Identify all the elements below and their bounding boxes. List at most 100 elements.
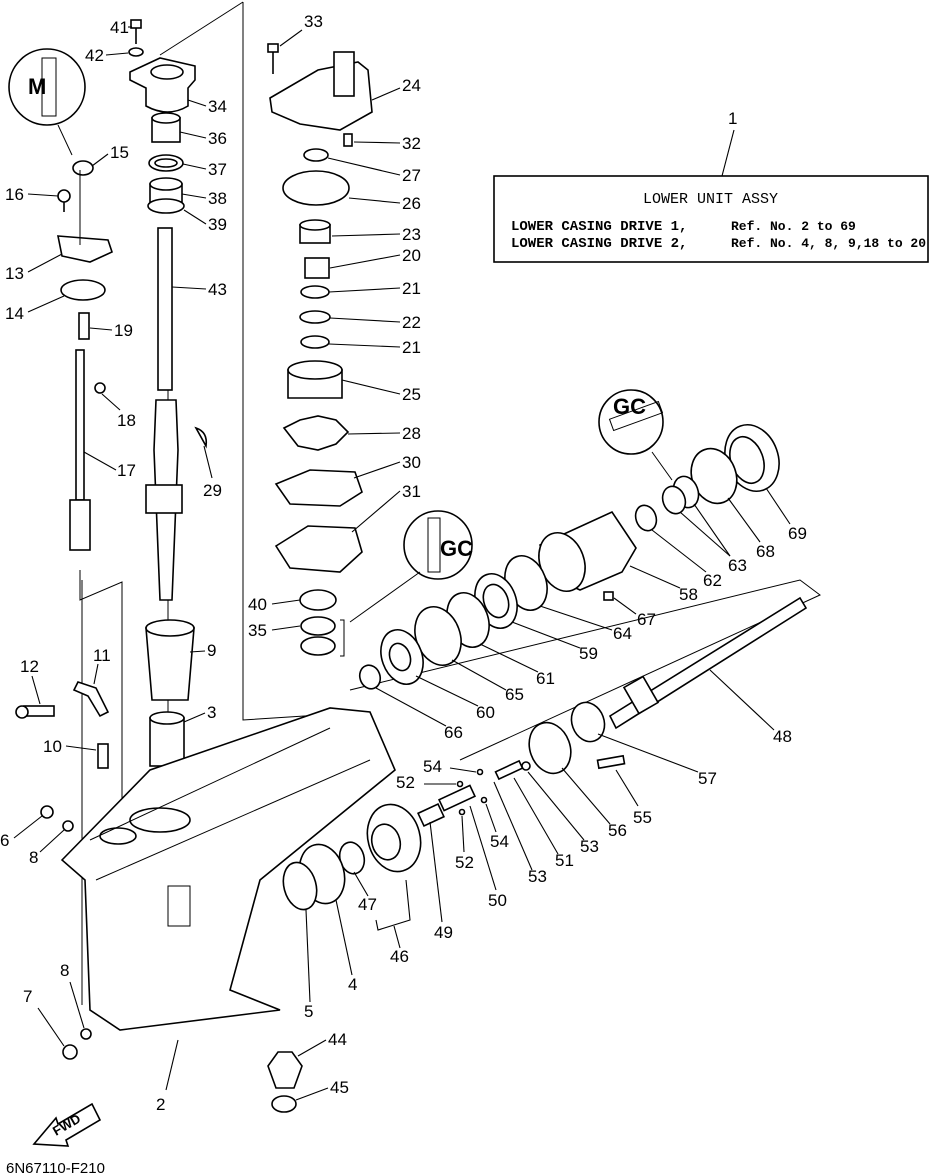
callout-27: 27 xyxy=(402,166,421,185)
callout-47: 47 xyxy=(358,895,377,914)
callout-37: 37 xyxy=(208,160,227,179)
part-3-bearing xyxy=(149,711,185,767)
part-18-clip xyxy=(94,382,106,394)
callout-26: 26 xyxy=(402,194,421,213)
callout-56: 56 xyxy=(608,821,627,840)
callout-60: 60 xyxy=(476,703,495,722)
part-8-washer-lower xyxy=(80,1028,92,1040)
part-55-pin xyxy=(596,754,626,770)
part-13-bracket xyxy=(57,170,113,263)
callout-21-upper: 21 xyxy=(402,279,421,298)
part-19-spring xyxy=(78,312,90,340)
callout-17: 17 xyxy=(117,461,136,480)
diagram-code: 6N67110-F210 xyxy=(6,1160,105,1175)
callout-66: 66 xyxy=(444,723,463,742)
part-12-bolt xyxy=(15,705,55,719)
callout-45: 45 xyxy=(330,1078,349,1097)
callout-53-right: 53 xyxy=(580,837,599,856)
info-box-row-2-ref: Ref. No. 4, 8, 9,18 to 20 xyxy=(731,236,926,251)
part-31-plate xyxy=(274,525,363,573)
part-35-seals xyxy=(300,616,345,657)
callout-4: 4 xyxy=(348,975,357,994)
part-23-insert xyxy=(299,219,331,244)
callout-13: 13 xyxy=(5,264,24,283)
part-33-bolt xyxy=(267,43,279,74)
part-5-shim xyxy=(282,861,318,911)
callout-10: 10 xyxy=(43,737,62,756)
part-67-pin xyxy=(603,591,614,601)
callout-20: 20 xyxy=(402,246,421,265)
part-6-screw xyxy=(40,805,54,819)
part-58-bearing-housing xyxy=(538,510,637,592)
part-41-bolt xyxy=(130,19,142,44)
info-box-row-1-ref: Ref. No. 2 to 69 xyxy=(731,219,856,234)
callout-58: 58 xyxy=(679,585,698,604)
callout-61: 61 xyxy=(536,669,555,688)
part-69-ring-nut xyxy=(724,424,780,492)
part-29-key xyxy=(194,426,208,449)
callout-31: 31 xyxy=(402,482,421,501)
part-10-bolt xyxy=(97,743,109,769)
callout-labels: 41 42 34 36 37 38 39 43 15 16 13 14 19 1… xyxy=(0,12,807,1114)
callout-54-lower: 54 xyxy=(490,832,509,851)
part-54-52-balls xyxy=(456,768,488,816)
part-8-washer-upper xyxy=(62,820,74,832)
part-49-plunger xyxy=(417,802,445,828)
part-17-shift-rod xyxy=(69,349,91,551)
lubricant-mark-gc-upper: GC xyxy=(598,389,673,481)
part-34-housing xyxy=(129,57,196,113)
lubricant-mark-m: M xyxy=(8,48,86,156)
part-21-washer-lower xyxy=(300,335,330,349)
part-2-lower-casing xyxy=(60,707,396,1031)
callout-24: 24 xyxy=(402,76,421,95)
callout-8-lower: 8 xyxy=(60,961,69,980)
part-46-forward-gear xyxy=(366,803,422,873)
part-26-o-ring xyxy=(282,170,350,206)
part-7-screw xyxy=(62,1044,78,1060)
part-30-gasket xyxy=(274,469,363,507)
callout-1: 1 xyxy=(728,109,737,128)
callout-22: 22 xyxy=(402,313,421,332)
part-14-o-ring xyxy=(60,279,106,301)
info-box-row-1-label: LOWER CASING DRIVE 1, xyxy=(511,219,687,235)
part-25-impeller-cup xyxy=(287,360,343,399)
callout-42: 42 xyxy=(85,46,104,65)
callout-15: 15 xyxy=(110,143,129,162)
part-48-propeller-shaft xyxy=(608,596,808,730)
part-43-drive-shaft xyxy=(145,227,183,601)
callout-69: 69 xyxy=(788,524,807,543)
part-50-shift-plunger xyxy=(437,784,477,812)
part-28-impeller xyxy=(282,415,350,451)
callout-64: 64 xyxy=(613,624,632,643)
callout-9: 9 xyxy=(207,641,216,660)
callout-53-left: 53 xyxy=(528,867,547,886)
callout-68: 68 xyxy=(756,542,775,561)
callout-55: 55 xyxy=(633,808,652,827)
part-16-screw xyxy=(57,189,71,212)
callout-34: 34 xyxy=(208,97,227,116)
part-27-o-ring xyxy=(303,148,329,162)
part-36-bearing xyxy=(151,112,181,143)
callout-35: 35 xyxy=(248,621,267,640)
callout-48: 48 xyxy=(773,727,792,746)
lower-unit-assy-info-box: 1 LOWER UNIT ASSY LOWER CASING DRIVE 1, … xyxy=(493,109,929,263)
callout-44: 44 xyxy=(328,1030,347,1049)
part-42-washer xyxy=(128,47,144,57)
part-40-seal xyxy=(299,589,337,611)
callout-14: 14 xyxy=(5,304,24,323)
part-57-clutch xyxy=(570,701,606,743)
callout-32: 32 xyxy=(402,134,421,153)
part-21-washer-upper xyxy=(300,285,330,299)
part-63-seals xyxy=(661,475,700,515)
callout-43: 43 xyxy=(208,280,227,299)
callout-12: 12 xyxy=(20,657,39,676)
part-53-51-spring-ball xyxy=(494,759,531,781)
callout-39: 39 xyxy=(208,215,227,234)
lubricant-mark-gc-lower-label: GC xyxy=(440,536,473,561)
info-box-title: LOWER UNIT ASSY xyxy=(643,191,778,208)
part-9-sleeve xyxy=(145,619,195,701)
callout-52-upper: 52 xyxy=(396,773,415,792)
part-24-water-pump-housing xyxy=(269,51,373,131)
callout-21-lower: 21 xyxy=(402,338,421,357)
